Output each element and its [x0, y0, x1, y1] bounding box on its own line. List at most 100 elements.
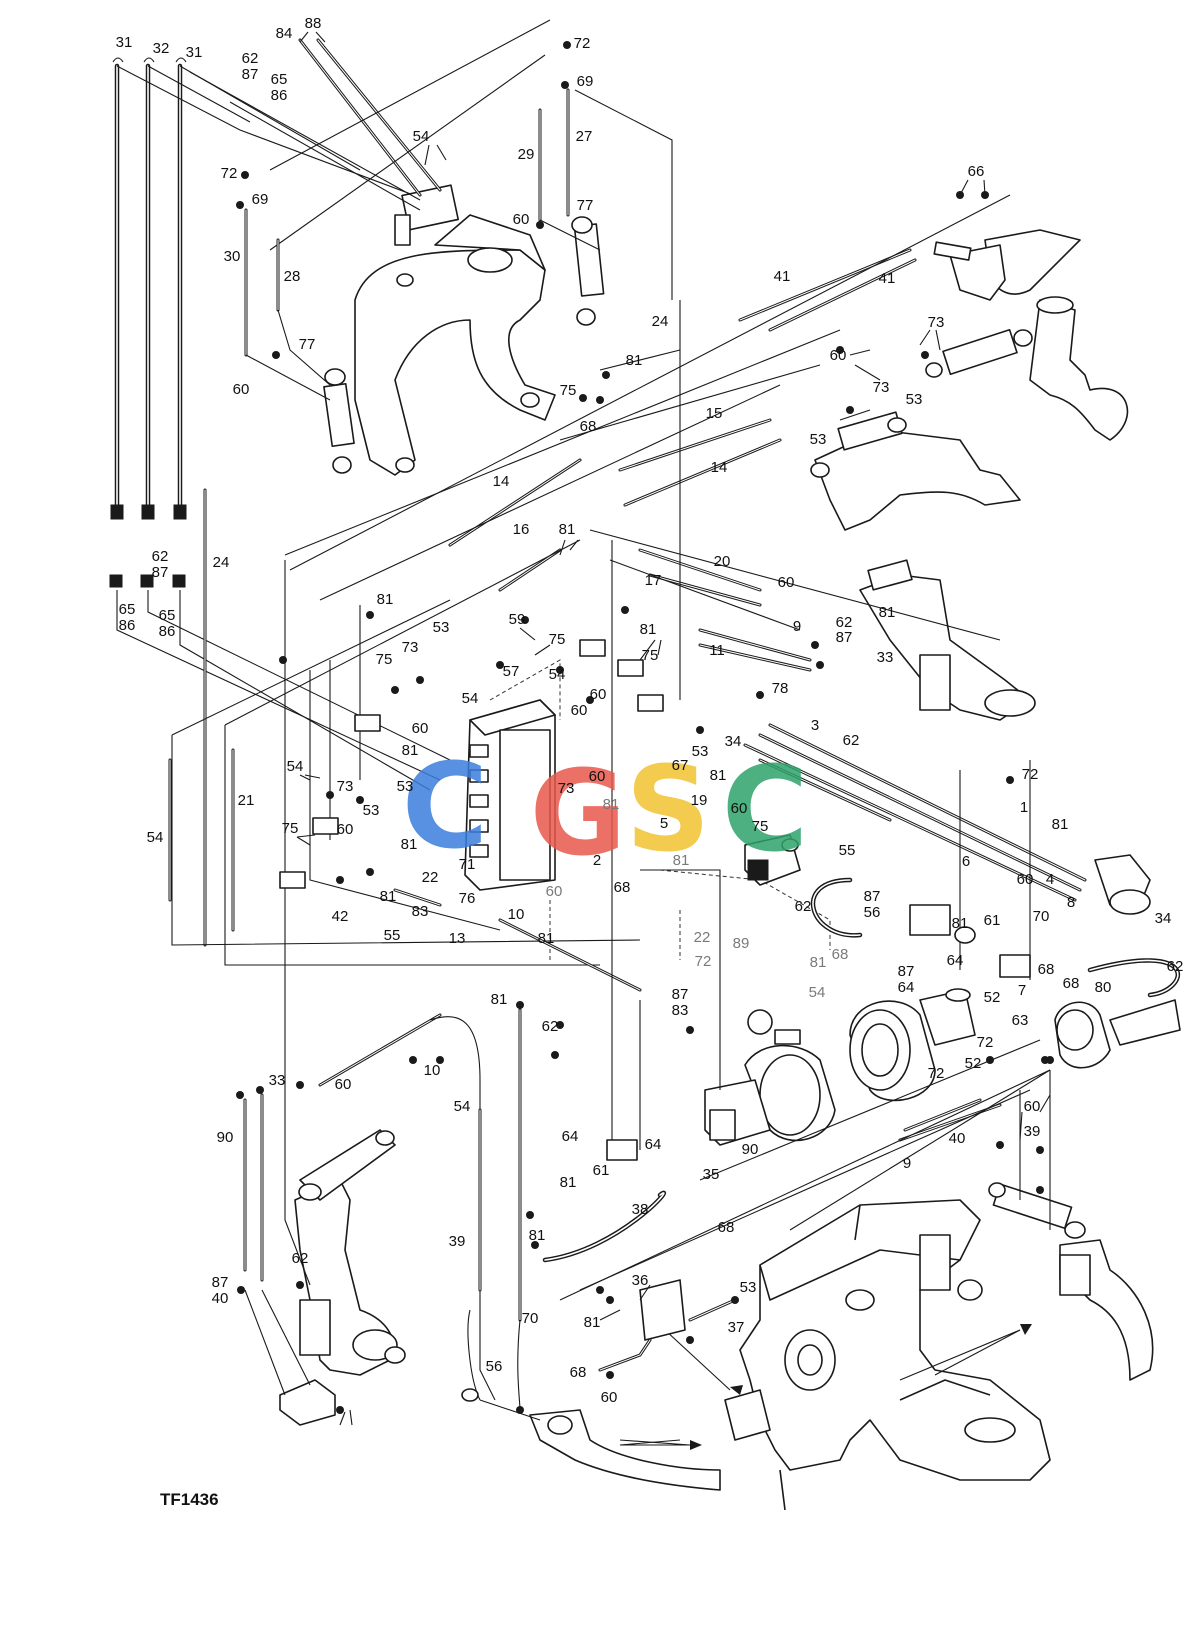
- callout-label: 62: [1167, 958, 1184, 975]
- callout-label: 67: [672, 757, 689, 774]
- callout-label: 81: [401, 836, 418, 853]
- callout-label: 11: [709, 642, 725, 659]
- direction-arrows: [620, 1324, 1032, 1450]
- callout-label: 81: [584, 1314, 601, 1331]
- callout-label: 16: [513, 521, 530, 538]
- callout-label: 73: [873, 379, 890, 396]
- callout-label: 54: [454, 1098, 471, 1115]
- callout-label: 81: [603, 796, 620, 813]
- watermark-letter-1: C: [402, 737, 489, 875]
- callout-label: 60: [1024, 1098, 1041, 1115]
- callout-label: 68: [718, 1219, 735, 1236]
- callout-label: 62: [843, 732, 860, 749]
- callout-label: 36: [632, 1272, 649, 1289]
- callout-label: 81: [810, 954, 827, 971]
- callout-label: 54: [147, 829, 164, 846]
- callout-label: 78: [772, 680, 789, 697]
- callout-label: 60: [590, 686, 607, 703]
- callout-label: 53: [363, 802, 380, 819]
- callout-label: 61: [593, 1162, 610, 1179]
- callout-label: 64: [645, 1136, 662, 1153]
- callout-label: 60: [601, 1389, 618, 1406]
- callout-label: 54: [462, 690, 479, 707]
- callout-label: 64: [898, 979, 915, 996]
- callout-label: 60: [412, 720, 429, 737]
- control-valve-block: [279, 639, 831, 960]
- callout-label: 53: [740, 1279, 757, 1296]
- callout-label: 77: [299, 336, 316, 353]
- callout-label: 24: [652, 313, 669, 330]
- callout-label: 75: [642, 647, 659, 664]
- callout-label: 9: [903, 1155, 911, 1172]
- callout-label: 37: [728, 1319, 745, 1336]
- chassis-frame: [619, 1199, 1051, 1511]
- callout-label: 53: [397, 778, 414, 795]
- left-vertical-hoses: [109, 57, 451, 947]
- fittings: [236, 41, 1054, 1414]
- callout-label: 87: [898, 963, 915, 980]
- callout-label: 87: [242, 66, 259, 83]
- callout-label: 35: [703, 1166, 720, 1183]
- callout-label: 62: [292, 1250, 309, 1267]
- callout-label: 54: [287, 758, 304, 775]
- callout-label: 77: [577, 197, 594, 214]
- callout-label: 33: [269, 1072, 286, 1089]
- centre-pipes: [171, 194, 1011, 1000]
- callout-label: 62: [242, 50, 259, 67]
- callout-label: 38: [632, 1201, 649, 1218]
- callout-label: 55: [384, 927, 401, 944]
- callout-label: 53: [906, 391, 923, 408]
- drive-motors: [704, 988, 1181, 1146]
- callout-label: 72: [695, 953, 712, 970]
- callout-label: 60: [335, 1076, 352, 1093]
- callout-label: 73: [337, 778, 354, 795]
- leader-lines: [296, 31, 1051, 1426]
- callout-label: 56: [486, 1358, 503, 1375]
- callout-label: 17: [645, 572, 662, 589]
- callout-label: 14: [711, 459, 728, 476]
- callout-label: 62: [152, 548, 169, 565]
- callout-label: 34: [1155, 910, 1172, 927]
- callout-label: 73: [928, 314, 945, 331]
- callout-label: 59: [509, 611, 526, 628]
- callout-label: 72: [221, 165, 238, 182]
- callout-label: 81: [491, 991, 508, 1008]
- callout-label: 61: [984, 912, 1001, 929]
- callout-label: 60: [778, 574, 795, 591]
- callout-label: 8: [1067, 894, 1075, 911]
- callout-label: 87: [152, 564, 169, 581]
- callout-label: 60: [571, 702, 588, 719]
- callout-label: 81: [538, 930, 555, 947]
- callout-label: 60: [1017, 871, 1034, 888]
- callout-label: 81: [529, 1227, 546, 1244]
- callout-label: 60: [589, 768, 606, 785]
- callout-label: 68: [1038, 961, 1055, 978]
- callout-label: 20: [714, 553, 731, 570]
- callout-label: 84: [276, 25, 293, 42]
- callout-label: 3: [811, 717, 819, 734]
- callout-label: 86: [271, 87, 288, 104]
- callout-label: 89: [733, 935, 750, 952]
- callout-label: 53: [810, 431, 827, 448]
- callout-label: 76: [459, 890, 476, 907]
- callout-label: 27: [576, 128, 593, 145]
- callout-label: 68: [580, 418, 597, 435]
- callout-label: 40: [949, 1130, 966, 1147]
- callout-label: 53: [692, 743, 709, 760]
- callout-label: 75: [282, 820, 299, 837]
- callout-label: 75: [376, 651, 393, 668]
- callout-label: 39: [449, 1233, 466, 1250]
- callout-label: 87: [864, 888, 881, 905]
- callout-label: 7: [1018, 982, 1026, 999]
- callout-label: 60: [513, 211, 530, 228]
- callout-label: 53: [433, 619, 450, 636]
- callout-label: 81: [673, 852, 690, 869]
- callout-label: 22: [694, 929, 711, 946]
- callout-label: 90: [217, 1129, 234, 1146]
- callout-label: 39: [1024, 1123, 1041, 1140]
- callout-label: 68: [1063, 975, 1080, 992]
- callout-label: 83: [672, 1002, 689, 1019]
- callout-label: 70: [522, 1310, 539, 1327]
- callout-label: 52: [984, 989, 1001, 1006]
